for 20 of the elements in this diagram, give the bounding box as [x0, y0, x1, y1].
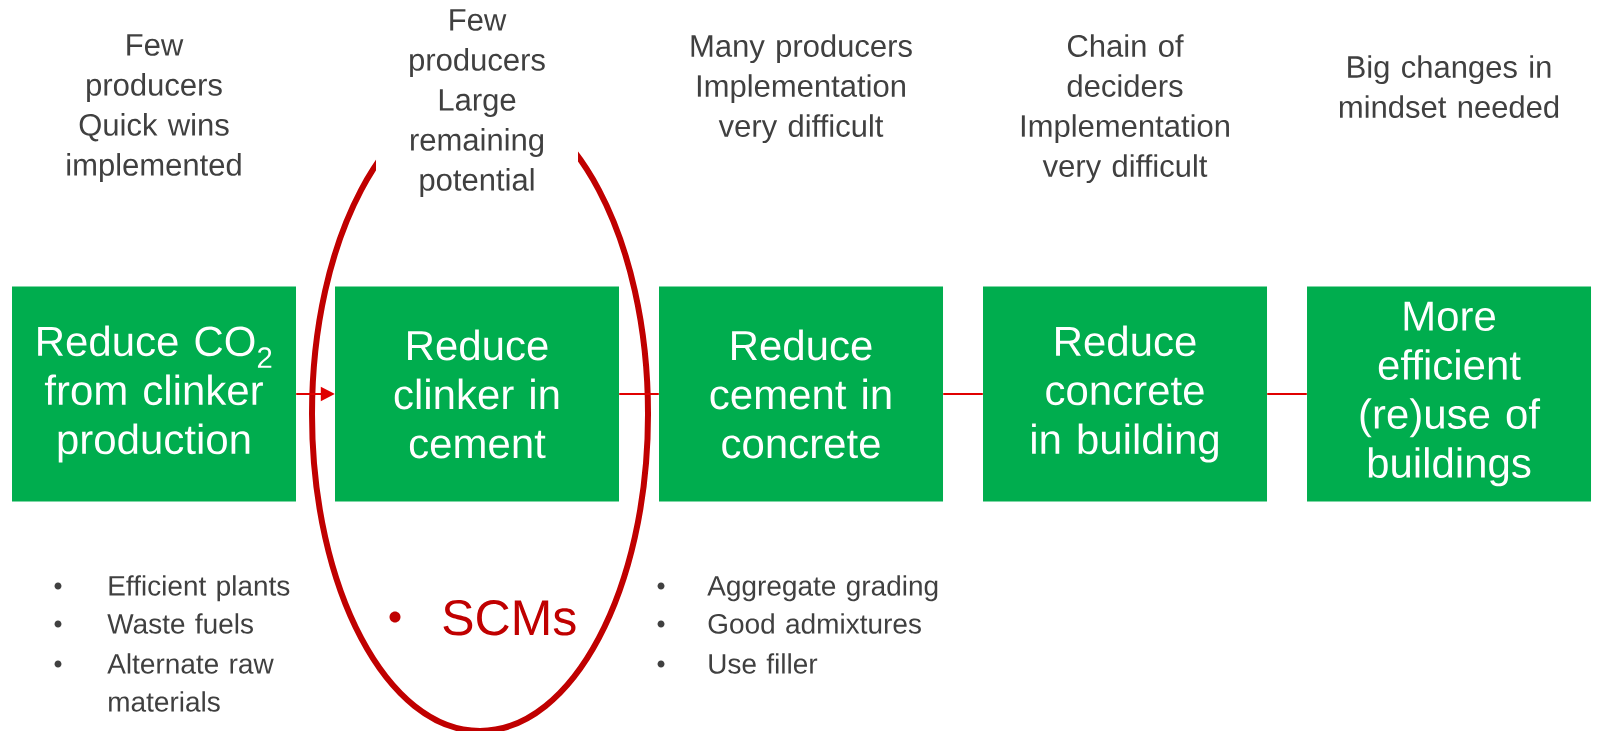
list-item: Aggregate grading [707, 575, 938, 602]
list-item: Use filler [709, 653, 818, 674]
annotation-text: Big changes in mindset needed [1328, 54, 1570, 119]
process-box: Reduce concrete in building [983, 286, 1267, 502]
list-item: Good admixtures [708, 613, 921, 634]
process-box: Reduce cement in concrete [659, 286, 943, 502]
process-box: Reduce clinker in cement [335, 286, 619, 502]
list-item: Waste fuels [107, 613, 253, 634]
connector-line [618, 393, 660, 395]
process-box: Reduce CO$_{2}$ from clinker production [12, 286, 296, 502]
list-item: SCMs [443, 600, 576, 636]
connector-line [942, 393, 984, 395]
annotation-text: Many producers Implementation very difficult [677, 33, 925, 145]
annotation-text: Chain of deciders Implementation very difficult [1008, 33, 1242, 185]
annotation-text: Few producers Quick wins implemented [53, 33, 255, 183]
annotation-text: Few producers Large remaining potential [376, 8, 578, 198]
process-box: More efficient (re)use of buildings [1307, 286, 1591, 502]
list-item: Alternate raw materials [107, 653, 274, 712]
connector-line [1266, 393, 1308, 395]
list-item: Efficient plants [109, 575, 290, 602]
